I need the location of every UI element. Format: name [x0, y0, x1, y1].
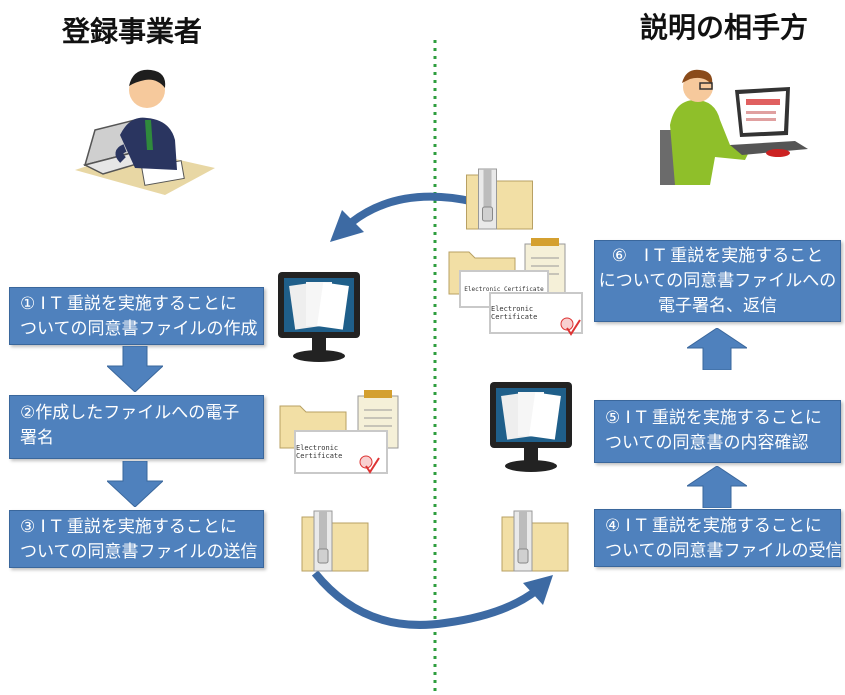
step-2-line1: ②作成したファイルへの電子 [20, 403, 240, 423]
arrow-down-1 [107, 346, 163, 392]
zip-folder-icon-left [301, 510, 369, 572]
step-5-box: ⑤ I T 重説を実施することに ついての同意書の内容確認 [594, 400, 841, 463]
monitor-document-icon-right [490, 382, 572, 472]
certificate-group-right: Electronic Certificate Electronic Certif… [447, 238, 587, 338]
step-6-line2: についての同意書ファイルへの [598, 271, 837, 291]
step-4-line2: ついての同意書ファイルの受信 [605, 541, 843, 561]
step-6-box: ⑥ I T 重説を実施すること についての同意書ファイルへの 電子署名、返信 [594, 240, 841, 322]
step-2-line2: 署名 [20, 428, 54, 448]
step-1-line1: ① I T 重説を実施することに [20, 294, 237, 314]
left-heading: 登録事業者 [62, 15, 203, 48]
zip-folder-icon-right [501, 510, 569, 572]
zip-folder-icon-top [466, 168, 533, 230]
certificate-group-left: Electronic Certificate [278, 390, 403, 482]
certificate-label-back: Electronic Certificate [464, 285, 544, 293]
certificate-label-front: Electronic Certificate [491, 305, 538, 321]
step-4-line1: ④ I T 重説を実施することに [605, 516, 822, 536]
step-5-line1: ⑤ I T 重説を実施することに [605, 408, 822, 428]
seal-check-icon [359, 455, 380, 474]
arrow-down-2 [107, 461, 163, 507]
step-6-line1: ⑥ I T 重説を実施すること [611, 246, 824, 266]
arrow-up-1 [687, 466, 747, 508]
step-3-line1: ③ I T 重説を実施することに [20, 517, 237, 537]
certificate-label-left: Electronic Certificate [296, 444, 343, 460]
arrow-up-2 [687, 328, 747, 370]
step-1-box: ① I T 重説を実施することに ついての同意書ファイルの作成 [9, 287, 264, 345]
step-3-box: ③ I T 重説を実施することに ついての同意書ファイルの送信 [9, 510, 264, 568]
step-3-line2: ついての同意書ファイルの送信 [20, 542, 258, 562]
step-6-line3: 電子署名、返信 [658, 296, 777, 316]
monitor-document-icon [278, 272, 360, 362]
center-divider [433, 40, 437, 695]
right-heading: 説明の相手方 [640, 11, 809, 44]
return-curved-arrow [330, 192, 476, 242]
step-2-box: ②作成したファイルへの電子 署名 [9, 395, 264, 459]
send-curved-arrow [311, 570, 553, 629]
step-1-line2: ついての同意書ファイルの作成 [20, 319, 258, 339]
business-operator-illustration [75, 69, 215, 195]
step-5-line2: ついての同意書の内容確認 [605, 433, 809, 453]
seal-check-icon-right [560, 317, 581, 336]
step-4-box: ④ I T 重説を実施することに ついての同意書ファイルの受信 [594, 509, 843, 567]
counterparty-illustration [660, 69, 808, 185]
